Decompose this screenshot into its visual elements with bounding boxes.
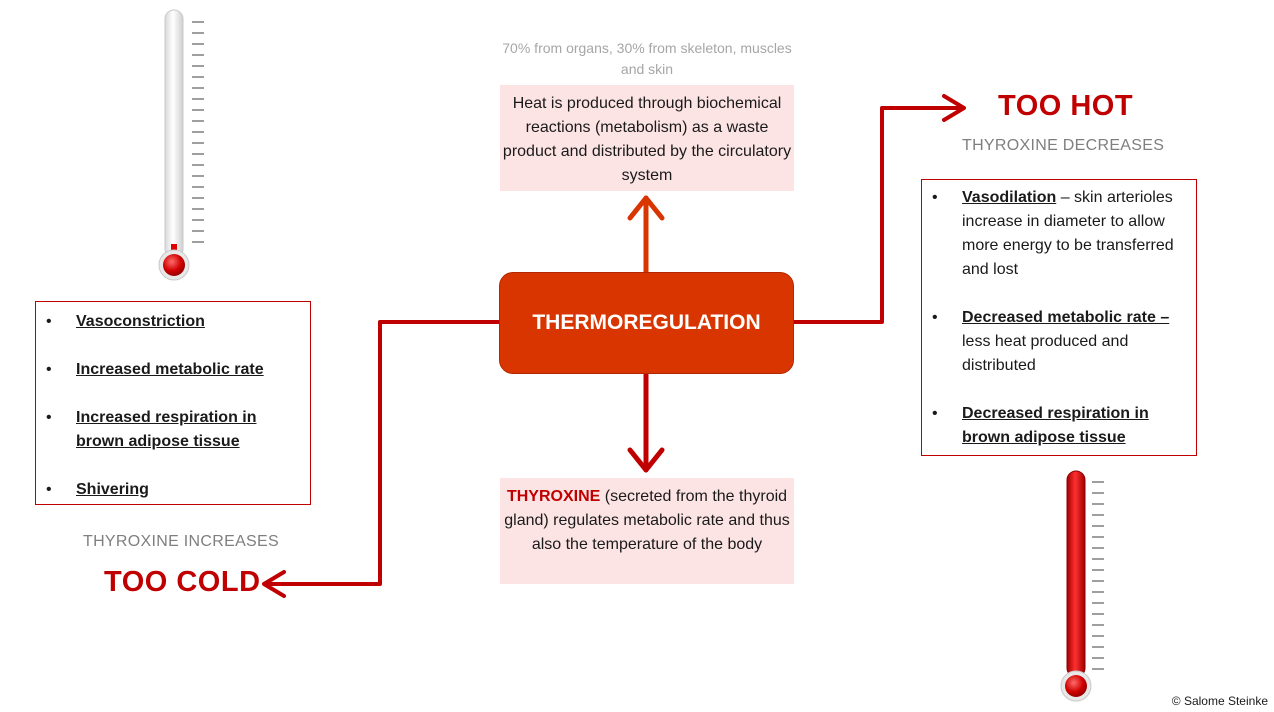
bullet-icon: • [932,405,938,422]
bullet-icon: • [46,481,52,498]
copyright-credit: © Salome Steinke [1171,694,1268,708]
arrow-down-to-thyroxine [627,371,665,473]
bullet-icon: • [932,309,938,326]
arrow-to-too-hot [792,94,966,324]
bullet-icon: • [932,189,938,206]
list-item: • Shivering [46,478,300,502]
response-term: Shivering [76,481,149,498]
thyroxine-increases-label: THYROXINE INCREASES [83,533,279,550]
too-cold-responses: • Vasoconstriction • Increased metabolic r… [35,301,311,505]
thermoregulation-node: THERMOREGULATION [499,272,794,374]
too-cold-label: TOO COLD [104,566,261,598]
response-term: Decreased respiration in brown adipose t… [962,405,1149,446]
list-item: • Vasodilation – skin arterioles increase… [932,186,1186,282]
bullet-icon: • [46,361,52,378]
thyroxine-box: THYROXINE (secreted from the thyroid gla… [500,478,794,584]
list-item: • Increased respiration in brown adipose … [46,406,300,454]
response-term: Vasoconstriction [76,313,205,330]
heat-production-box: Heat is produced through biochemical rea… [500,85,794,191]
thyroxine-text: (secreted from the thyroid gland) regula… [504,488,790,553]
response-detail: less heat produced and distributed [962,333,1129,374]
too-hot-label: TOO HOT [998,90,1134,122]
arrow-to-too-cold [262,320,501,598]
list-item: • Decreased respiration in brown adipose … [932,402,1186,450]
response-detail: – skin arterioles increase in diameter t… [962,189,1174,278]
response-term: Decreased metabolic rate – [962,309,1170,326]
response-term: Vasodilation [962,189,1057,206]
bullet-icon: • [46,409,52,426]
source-note: 70% from organs, 30% from skeleton, musc… [502,40,792,77]
bullet-icon: • [46,313,52,330]
too-hot-responses: • Vasodilation – skin arterioles increase… [921,179,1197,456]
thyroxine-highlight: THYROXINE [506,488,601,505]
cold-thermometer-icon [158,9,204,281]
list-item: • Decreased metabolic rate – less heat pr… [932,306,1186,378]
thyroxine-decreases-label: THYROXINE DECREASES [962,137,1165,154]
list-item: • Increased metabolic rate [46,358,300,382]
list-item: • Vasoconstriction [46,310,300,334]
arrow-up-to-heat [627,195,665,275]
hot-thermometer-icon [1060,470,1104,702]
center-title: THERMOREGULATION [532,311,761,334]
heat-production-text: Heat is produced through biochemical rea… [502,95,792,184]
response-term: Increased metabolic rate [76,361,264,378]
response-term: Increased respiration in brown adipose t… [76,409,257,450]
